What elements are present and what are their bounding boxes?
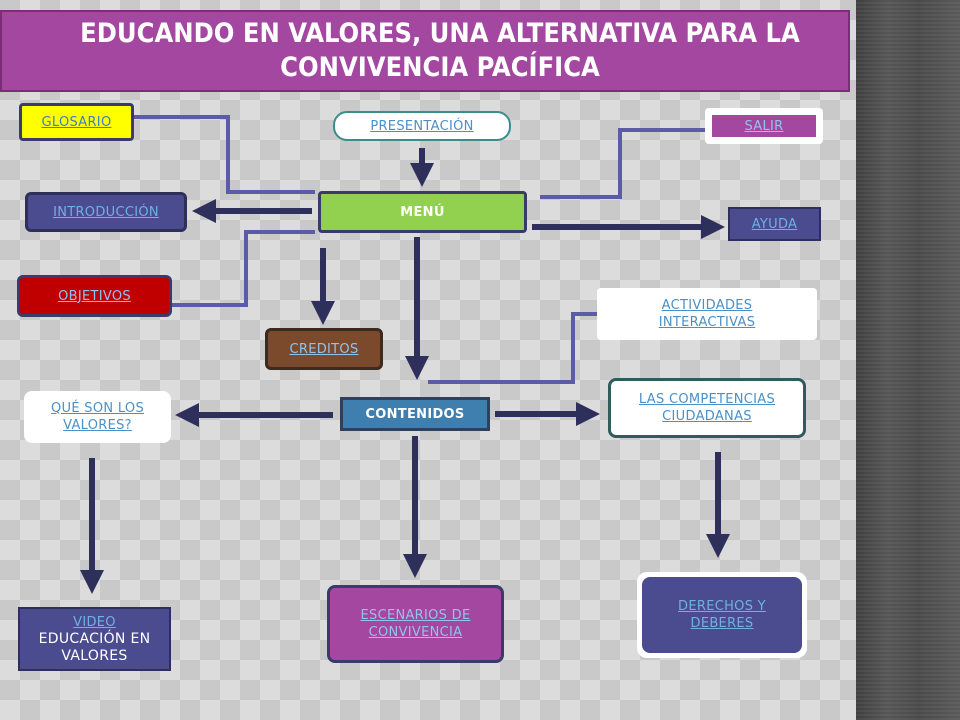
- objetivos-connector: [172, 230, 315, 307]
- contenidos-label: CONTENIDOS: [365, 406, 465, 422]
- derechos-link[interactable]: DERECHOS Y DEBERES: [678, 599, 766, 631]
- que-son-valores-link[interactable]: QUÉ SON LOS VALORES?: [51, 401, 144, 433]
- right-side-strip: [856, 0, 960, 720]
- actividades-connector: [428, 312, 597, 384]
- ayuda-node[interactable]: AYUDA: [728, 207, 821, 241]
- competencias-node[interactable]: LAS COMPETENCIAS CIUDADANAS: [608, 378, 806, 438]
- video-description: EDUCACIÓN EN VALORES: [38, 630, 151, 664]
- menu-label: MENÚ: [400, 204, 445, 220]
- page-title: EDUCANDO EN VALORES, UNA ALTERNATIVA PAR…: [80, 18, 800, 83]
- salir-link[interactable]: SALIR: [744, 118, 784, 134]
- actividades-link[interactable]: ACTIVIDADES INTERACTIVAS: [658, 298, 756, 330]
- glosario-link[interactable]: GLOSARIO: [41, 114, 112, 130]
- actividades-node[interactable]: ACTIVIDADES INTERACTIVAS: [597, 288, 817, 340]
- contenidos-node[interactable]: CONTENIDOS: [340, 397, 490, 431]
- salir-inner[interactable]: SALIR: [712, 115, 816, 137]
- video-node[interactable]: VIDEO EDUCACIÓN EN VALORES: [18, 607, 171, 671]
- video-link[interactable]: VIDEO: [73, 614, 116, 630]
- ayuda-link[interactable]: AYUDA: [751, 216, 798, 232]
- presentacion-link[interactable]: PRESENTACIÓN: [370, 118, 474, 134]
- presentacion-node[interactable]: PRESENTACIÓN: [333, 111, 511, 141]
- introduccion-node[interactable]: INTRODUCCIÓN: [25, 192, 187, 232]
- salir-connector: [540, 128, 705, 199]
- creditos-link[interactable]: CREDITOS: [289, 341, 359, 357]
- glosario-connector: [134, 115, 315, 194]
- introduccion-link[interactable]: INTRODUCCIÓN: [53, 204, 159, 220]
- menu-node[interactable]: MENÚ: [318, 191, 527, 233]
- escenarios-link[interactable]: ESCENARIOS DE CONVIVENCIA: [360, 608, 471, 640]
- glosario-node[interactable]: GLOSARIO: [19, 103, 134, 141]
- escenarios-node[interactable]: ESCENARIOS DE CONVIVENCIA: [327, 585, 504, 663]
- objetivos-node[interactable]: OBJETIVOS: [17, 275, 172, 317]
- creditos-node[interactable]: CREDITOS: [265, 328, 383, 370]
- competencias-link[interactable]: LAS COMPETENCIAS CIUDADANAS: [638, 392, 776, 424]
- salir-node[interactable]: SALIR: [705, 108, 823, 144]
- derechos-inner[interactable]: DERECHOS Y DEBERES: [642, 577, 802, 653]
- title-banner: EDUCANDO EN VALORES, UNA ALTERNATIVA PAR…: [0, 10, 850, 92]
- objetivos-link[interactable]: OBJETIVOS: [58, 288, 131, 304]
- que-son-valores-node[interactable]: QUÉ SON LOS VALORES?: [24, 391, 171, 443]
- derechos-node[interactable]: DERECHOS Y DEBERES: [637, 572, 807, 658]
